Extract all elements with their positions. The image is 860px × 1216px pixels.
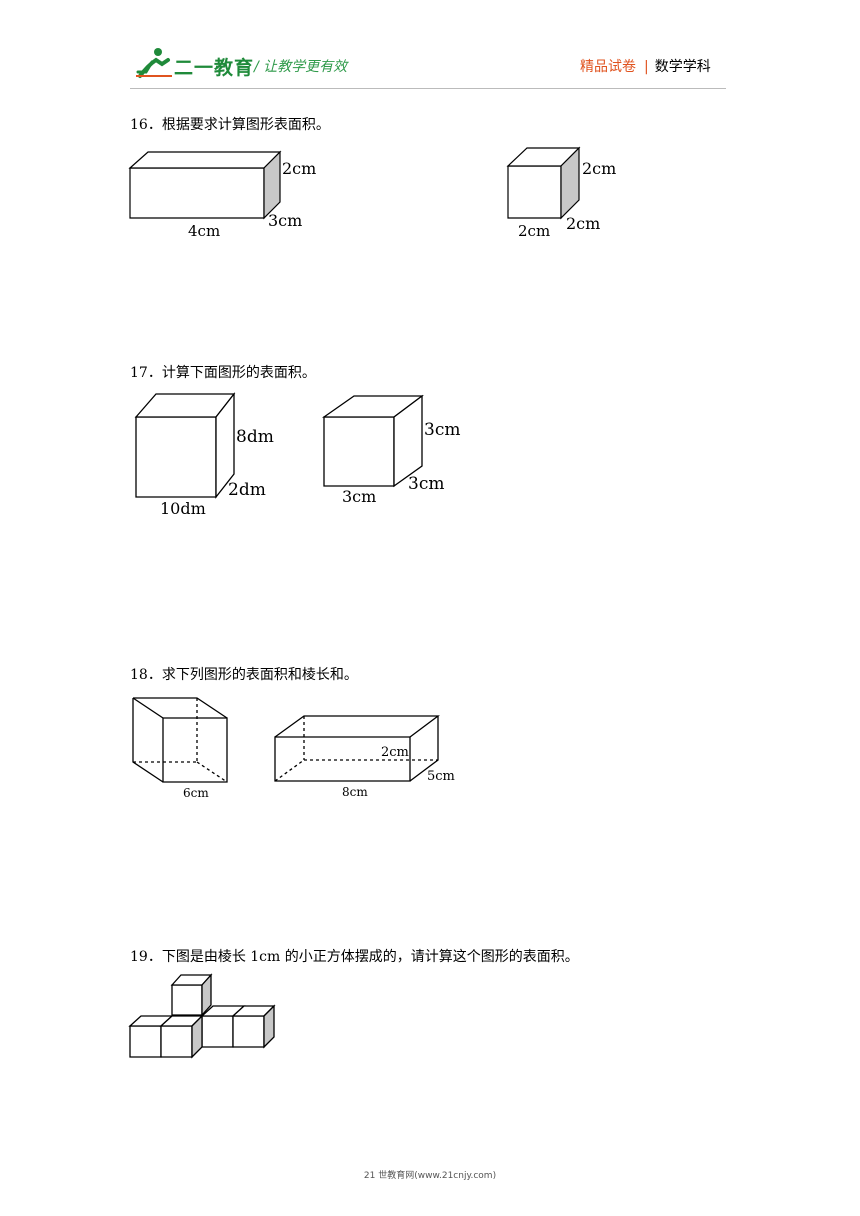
page-header: 二一教育 / 让教学更有效 精品试卷 | 数学学科 [0,0,860,100]
dim-length-label: 10dm [160,499,206,518]
header-right: 精品试卷 | 数学学科 [580,56,711,76]
question-18: 18．求下列图形的表面积和棱长和。 [130,667,358,683]
cuboid-figure [134,392,236,499]
question-19: 19．下图是由棱长 1cm 的小正方体摆成的，请计算这个图形的表面积。 [130,949,579,965]
dim-height-label: 8dm [236,427,274,447]
page-footer: 21 世教育网(www.21cnjy.com) [363,1171,497,1181]
cube-figure [506,146,581,220]
question-16: 16．根据要求计算图形表面积。 [130,117,330,133]
dim-height-label: 3cm [424,420,460,440]
dim-length-label: 8cm [342,785,368,799]
dim-length-label: 6cm [183,786,209,800]
dim-length-label: 2cm [518,222,550,240]
header-label-subject: 数学学科 [654,59,711,75]
dim-length-label: 3cm [342,487,376,506]
slogan: / 让教学更有效 [254,59,348,75]
logo-text: 二一教育 [174,57,255,79]
header-separator: | [644,59,649,75]
dim-height-label: 2cm [282,159,316,178]
cuboid-figure [274,715,440,782]
dim-width-label: 2dm [228,480,266,500]
cuboid-figure [128,150,282,220]
header-label-premium: 精品试卷 [580,59,636,75]
dim-width-label: 2cm [566,214,600,233]
dim-height-label: 2cm [381,745,409,760]
runner-logo-icon [136,48,172,78]
dim-height-label: 2cm [582,159,616,178]
dim-width-label: 5cm [427,769,455,784]
question-17: 17．计算下面图形的表面积。 [130,365,316,381]
header-divider [130,88,726,89]
dim-width-label: 3cm [268,211,302,230]
dim-width-label: 3cm [408,474,444,494]
cube-figure [132,697,228,783]
stacked-cubes-figure [128,973,276,1059]
dim-length-label: 4cm [188,222,220,240]
cube-figure [321,394,424,488]
